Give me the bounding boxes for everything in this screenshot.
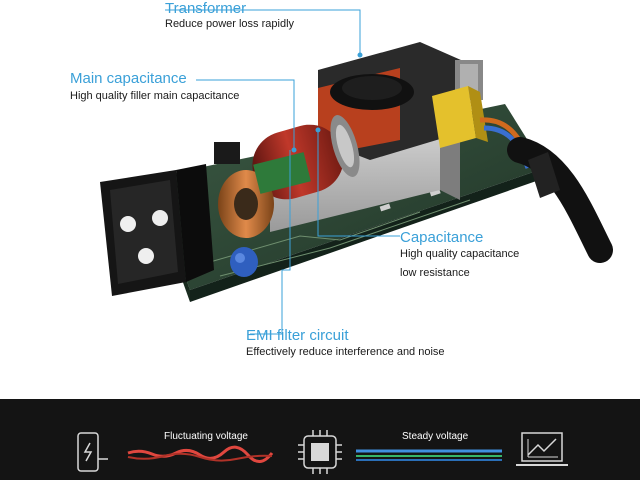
yellow-capacitor [432,86,488,148]
fluctuating-voltage-line [127,445,274,463]
main-capacitance-desc: High quality filler main capacitance [70,90,240,102]
fluctuating-voltage-label: Fluctuating voltage [164,431,248,442]
band-graphics [77,430,568,474]
emi-filter-title: EMI filter circuit [246,327,349,344]
chip-icon [298,430,342,474]
toroid-coil [218,152,311,238]
capacitance-desc-line2: low resistance [400,267,470,279]
laptop-chart-icon [516,432,568,466]
voltage-comparison-band: Fluctuating voltage Steady voltage [0,393,640,480]
blue-capacitor [230,247,258,277]
main-capacitance-title: Main capacitance [70,70,187,87]
capacitance-desc-line1: High quality capacitance [400,248,520,260]
steady-voltage-line [356,449,502,461]
output-cable [479,117,613,263]
capacitance-title: Capacitance [400,229,484,246]
emi-filter-desc: Effectively reduce interference and nois… [246,346,445,358]
power-socket [100,142,240,296]
charging-phone-icon [77,432,108,472]
callout-leader-lines [165,9,400,335]
power-supply-board-illustration [100,9,613,335]
transformer-desc: Reduce power loss rapidly [165,18,295,30]
steady-voltage-label: Steady voltage [402,431,469,442]
transformer-title: Transformer [165,0,247,17]
